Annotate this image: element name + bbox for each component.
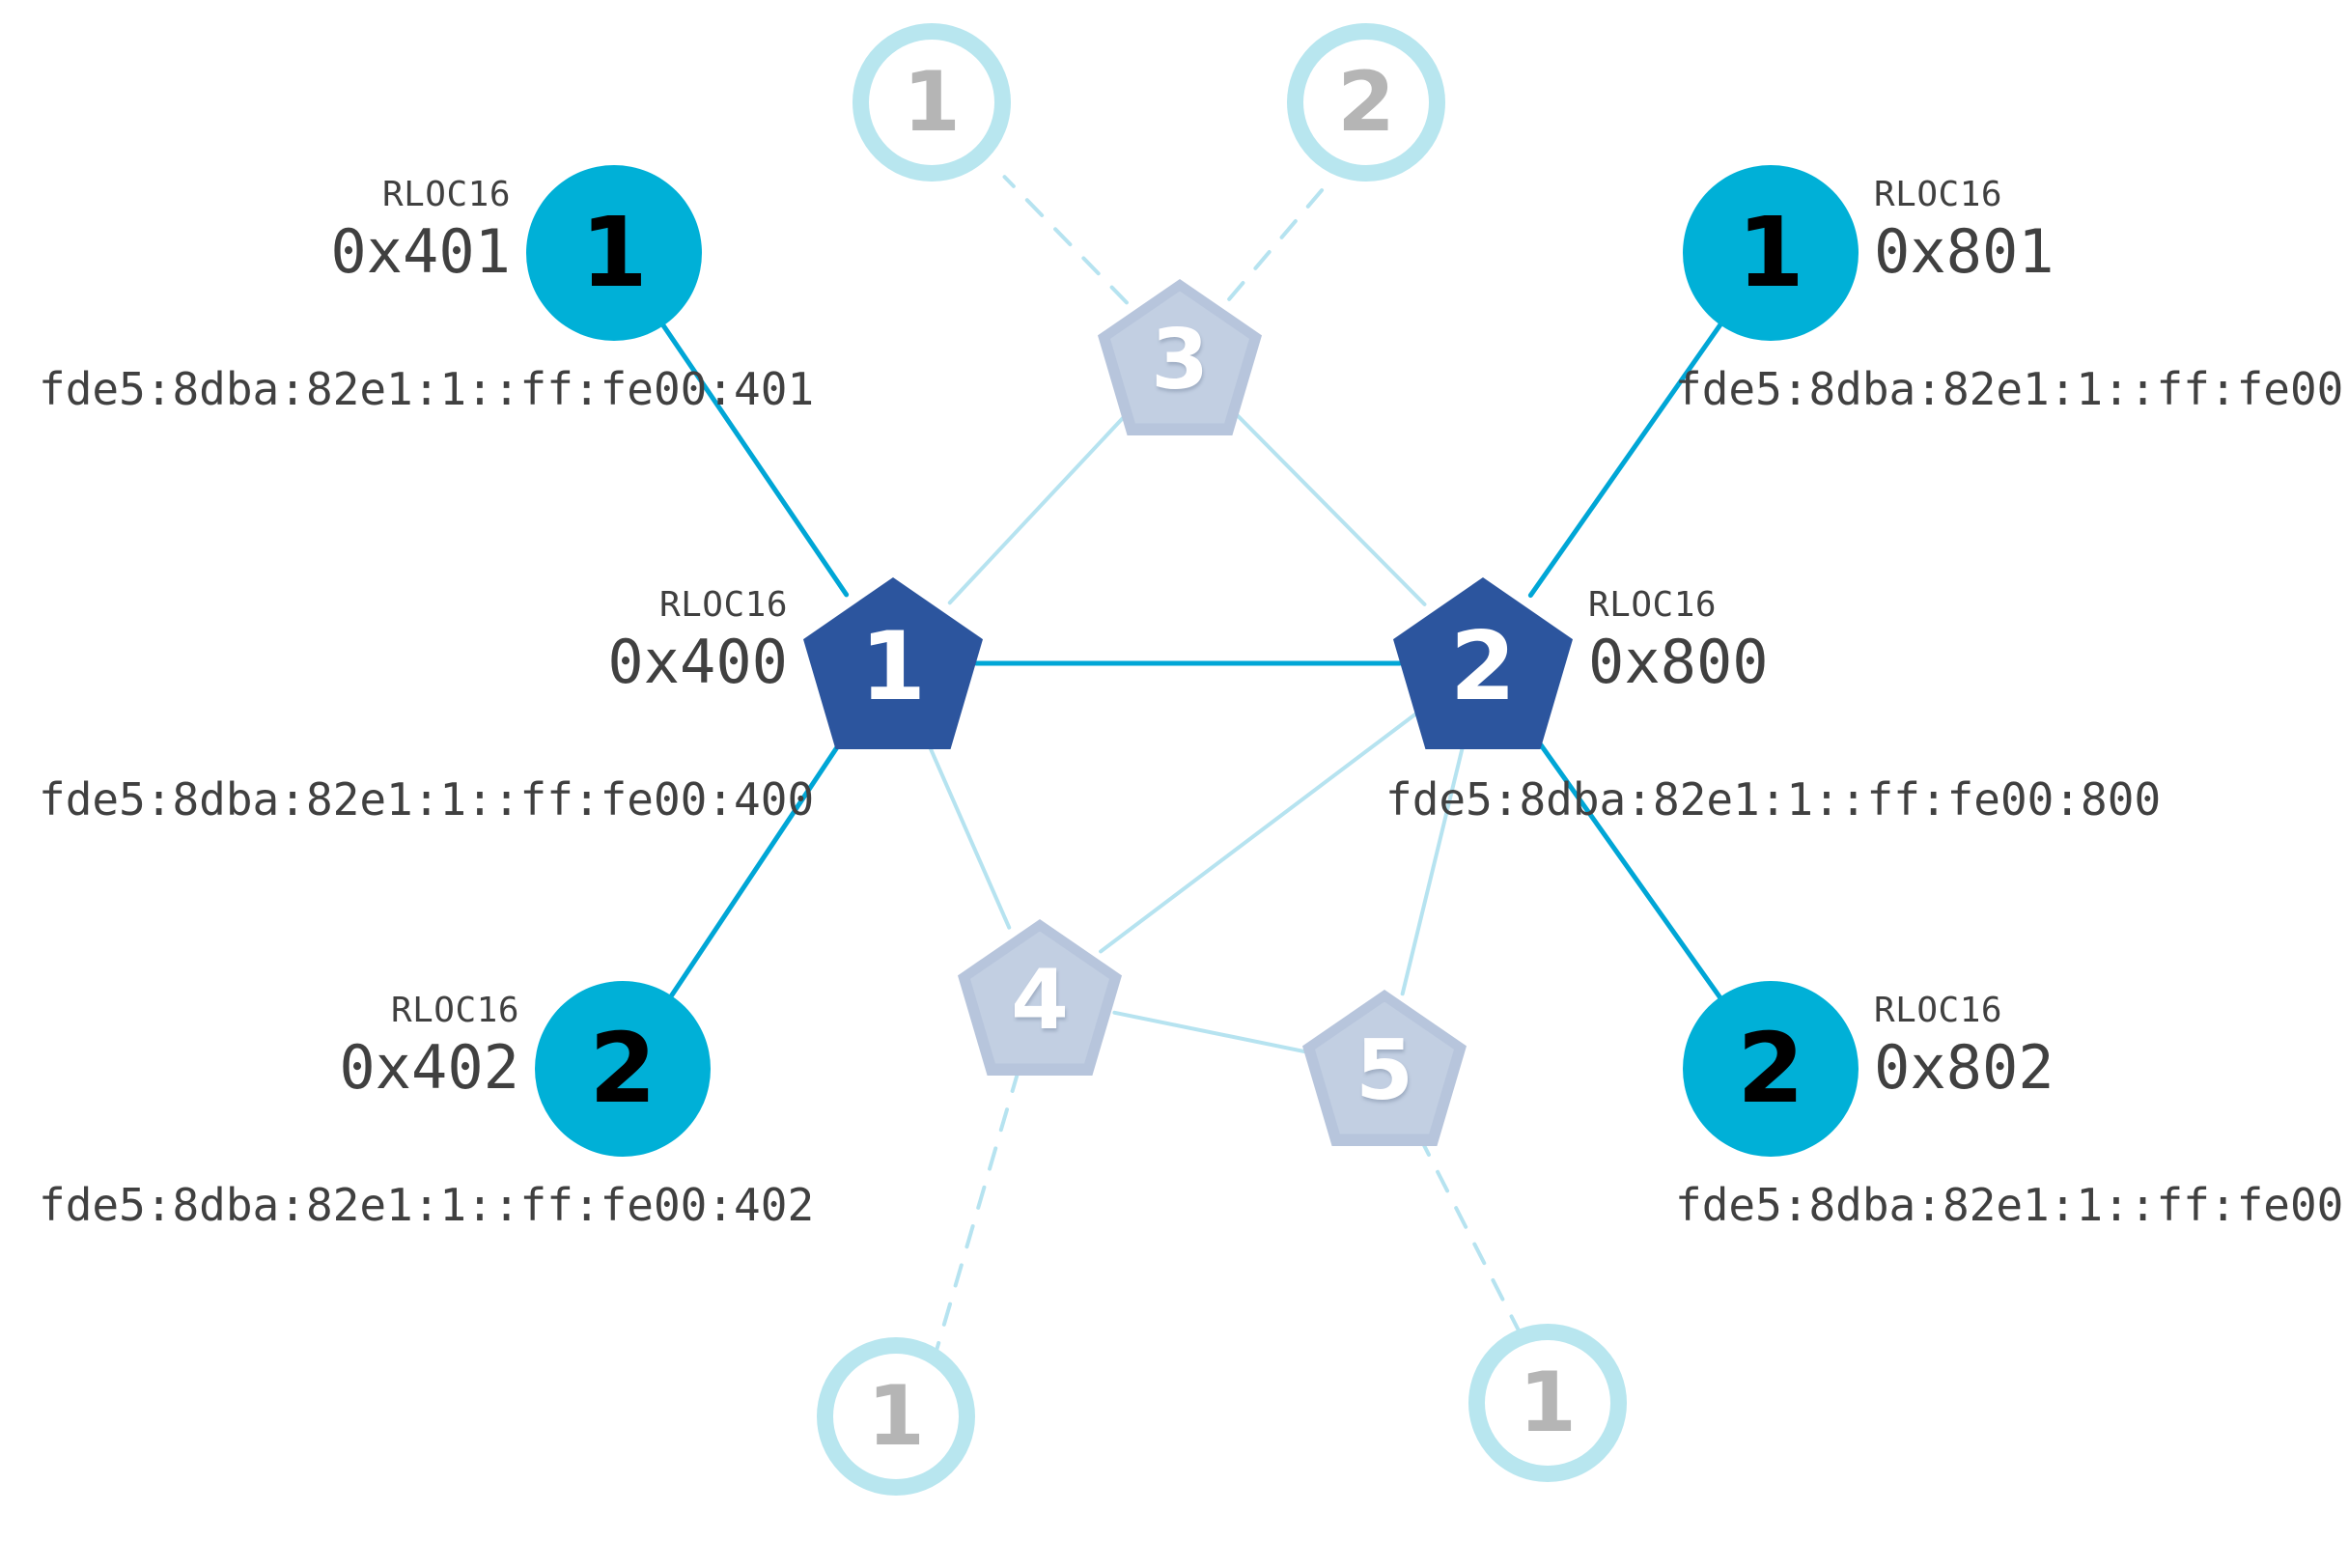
node-number-child-402: 2 <box>589 1012 657 1125</box>
ipv6-address-child-801: fde5:8dba:82e1:1::ff:fe00:801 <box>1675 363 2348 415</box>
ipv6-address-router-400: fde5:8dba:82e1:1::ff:fe00:400 <box>39 773 815 826</box>
edge-ghost-router-3-to-ghost-child-top-left <box>1002 175 1129 305</box>
edge-ghost-router-4-to-ghost-child-bottom-left <box>933 1068 1020 1358</box>
node-child-402[interactable]: 2 <box>535 981 711 1157</box>
node-number-ghost-child-bottom-right: 1 <box>1519 1355 1577 1451</box>
ipv6-address-router-800: fde5:8dba:82e1:1::ff:fe00:800 <box>1385 773 2162 826</box>
edge-router-800-to-child-801 <box>1527 318 1726 599</box>
node-number-child-801: 1 <box>1737 196 1804 309</box>
edge-ghost-router-4-to-ghost-router-5 <box>1112 1010 1312 1055</box>
node-child-401[interactable]: 1 <box>526 165 702 341</box>
edge-ghost-router-5-to-ghost-child-bottom-right <box>1416 1134 1529 1350</box>
edge-router-800-to-ghost-router-5 <box>1400 742 1466 996</box>
node-number-router-800: 2 <box>1449 612 1517 722</box>
node-number-ghost-router-4: 4 <box>1011 952 1069 1049</box>
rloc16-caption-router-400: RLOC16 <box>658 585 788 625</box>
node-number-router-400: 1 <box>859 612 927 722</box>
rloc16-caption-child-402: RLOC16 <box>390 991 519 1030</box>
edge-router-400-to-child-402 <box>665 730 850 1003</box>
rloc16-value-child-801: 0x801 <box>1874 216 2054 287</box>
rloc16-value-child-401: 0x401 <box>330 216 511 287</box>
edge-router-400-to-ghost-router-4 <box>924 737 1012 930</box>
ipv6-address-child-401: fde5:8dba:82e1:1::ff:fe00:401 <box>39 363 815 415</box>
node-number-child-401: 1 <box>580 196 648 309</box>
rloc16-value-router-400: 0x400 <box>607 627 788 697</box>
edge-router-800-to-ghost-router-4 <box>1099 711 1419 954</box>
edge-router-400-to-child-401 <box>657 318 850 598</box>
node-child-801[interactable]: 1 <box>1683 165 1859 341</box>
ipv6-address-child-402: fde5:8dba:82e1:1::ff:fe00:402 <box>39 1179 815 1231</box>
ipv6-address-child-802: fde5:8dba:82e1:1::ff:fe00:802 <box>1675 1179 2348 1231</box>
rloc16-value-router-800: 0x800 <box>1588 627 1769 697</box>
edge-router-400-to-ghost-router-3 <box>947 410 1130 605</box>
node-number-ghost-child-top-left: 1 <box>903 54 961 151</box>
node-number-ghost-child-top-right: 2 <box>1337 54 1395 151</box>
rloc16-caption-router-800: RLOC16 <box>1588 585 1718 625</box>
node-number-child-802: 2 <box>1737 1012 1804 1125</box>
edge-ghost-router-3-to-ghost-child-top-right <box>1227 178 1332 301</box>
rloc16-value-child-802: 0x802 <box>1874 1032 2054 1103</box>
node-number-ghost-router-3: 3 <box>1151 312 1209 408</box>
rloc16-caption-child-801: RLOC16 <box>1874 175 2003 214</box>
rloc16-caption-child-802: RLOC16 <box>1874 991 2003 1030</box>
node-ghost-router-3[interactable]: 3 <box>1098 279 1262 435</box>
edge-router-800-to-ghost-router-3 <box>1231 409 1427 606</box>
rloc16-value-child-402: 0x402 <box>339 1032 519 1103</box>
edge-router-800-to-child-802 <box>1528 728 1726 1005</box>
node-number-ghost-child-bottom-left: 1 <box>867 1368 925 1465</box>
node-number-ghost-router-5: 5 <box>1356 1022 1413 1119</box>
rloc16-caption-child-401: RLOC16 <box>381 175 511 214</box>
node-child-802[interactable]: 2 <box>1683 981 1859 1157</box>
